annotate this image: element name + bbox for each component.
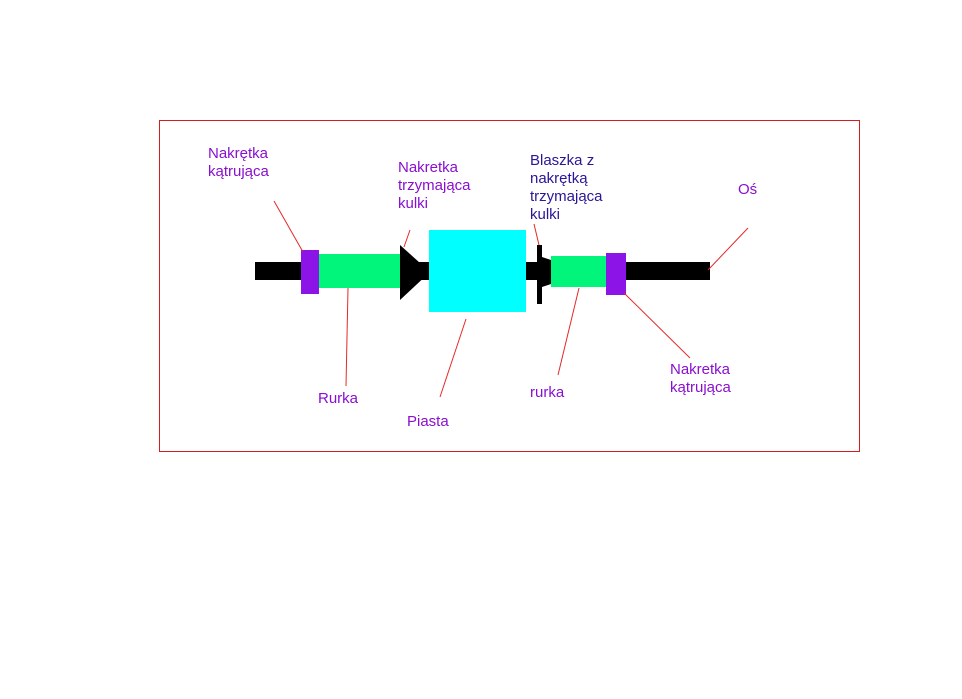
axle-right-segment — [622, 262, 710, 280]
tube-right — [551, 256, 608, 287]
cone-nut-left — [301, 250, 319, 294]
label-axle: Oś — [738, 181, 758, 198]
diagram-frame — [159, 120, 860, 452]
label-hub: Piasta — [407, 413, 449, 430]
label-cone-nut-left: Nakrętka kątrująca — [208, 145, 269, 180]
plate-nut — [542, 257, 551, 287]
plate-with-nut — [537, 245, 542, 304]
ball-holding-nut — [400, 245, 430, 300]
label-plate-with-nut: Blaszka z nakrętką trzymająca kulki — [530, 152, 603, 223]
leader-cone-nut-left — [273, 200, 304, 253]
leader-plate — [533, 223, 540, 246]
label-tube-left: Rurka — [318, 390, 359, 407]
label-cone-nut-right: Nakretka kątrująca — [670, 361, 731, 396]
axle-left-segment — [255, 262, 303, 280]
tube-left — [318, 254, 400, 288]
leader-cone-nut-right — [623, 292, 691, 359]
leader-tube-right — [557, 287, 580, 376]
leader-tube-left — [345, 287, 349, 387]
label-ball-nut: Nakretka trzymająca kulki — [398, 159, 471, 212]
label-tube-right: rurka — [530, 384, 565, 401]
cone-nut-right — [606, 253, 626, 295]
leader-hub — [439, 318, 467, 398]
hub-body — [429, 230, 526, 312]
leader-ball-nut — [403, 229, 411, 248]
leader-axle — [707, 227, 749, 271]
